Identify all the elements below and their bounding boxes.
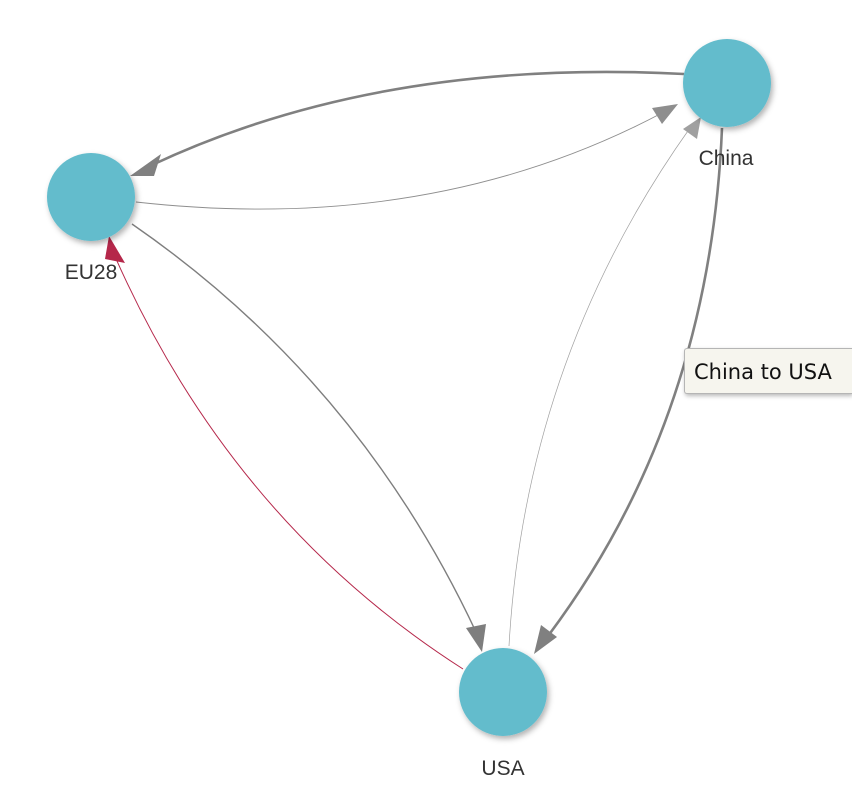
node-label-usa: USA <box>481 757 524 780</box>
edge-usa-to-eu28[interactable] <box>105 236 464 670</box>
arrowhead-china-to-eu28 <box>130 154 161 176</box>
edge-china-to-eu28[interactable] <box>130 70 685 176</box>
edge-usa-to-china[interactable] <box>508 117 701 647</box>
edges <box>105 70 724 670</box>
node-label-china: China <box>699 147 754 170</box>
node-usa[interactable]: USA <box>459 648 547 780</box>
edge-tooltip: China to USA <box>684 348 852 394</box>
node-china[interactable]: China <box>683 39 771 170</box>
node-eu28[interactable]: EU28 <box>47 153 135 284</box>
edge-eu28-to-usa[interactable] <box>131 223 486 652</box>
arrowhead-usa-to-china <box>683 117 701 139</box>
node-label-eu28: EU28 <box>65 261 118 284</box>
nodes: China EU28 USA <box>47 39 771 780</box>
arrowhead-usa-to-eu28 <box>105 236 125 263</box>
arrowhead-eu28-to-china <box>652 104 678 124</box>
edge-eu28-to-china[interactable] <box>135 104 678 210</box>
arrowhead-eu28-to-usa <box>466 624 486 652</box>
arrowhead-china-to-usa <box>534 625 557 654</box>
edge-china-to-usa[interactable] <box>534 127 724 654</box>
